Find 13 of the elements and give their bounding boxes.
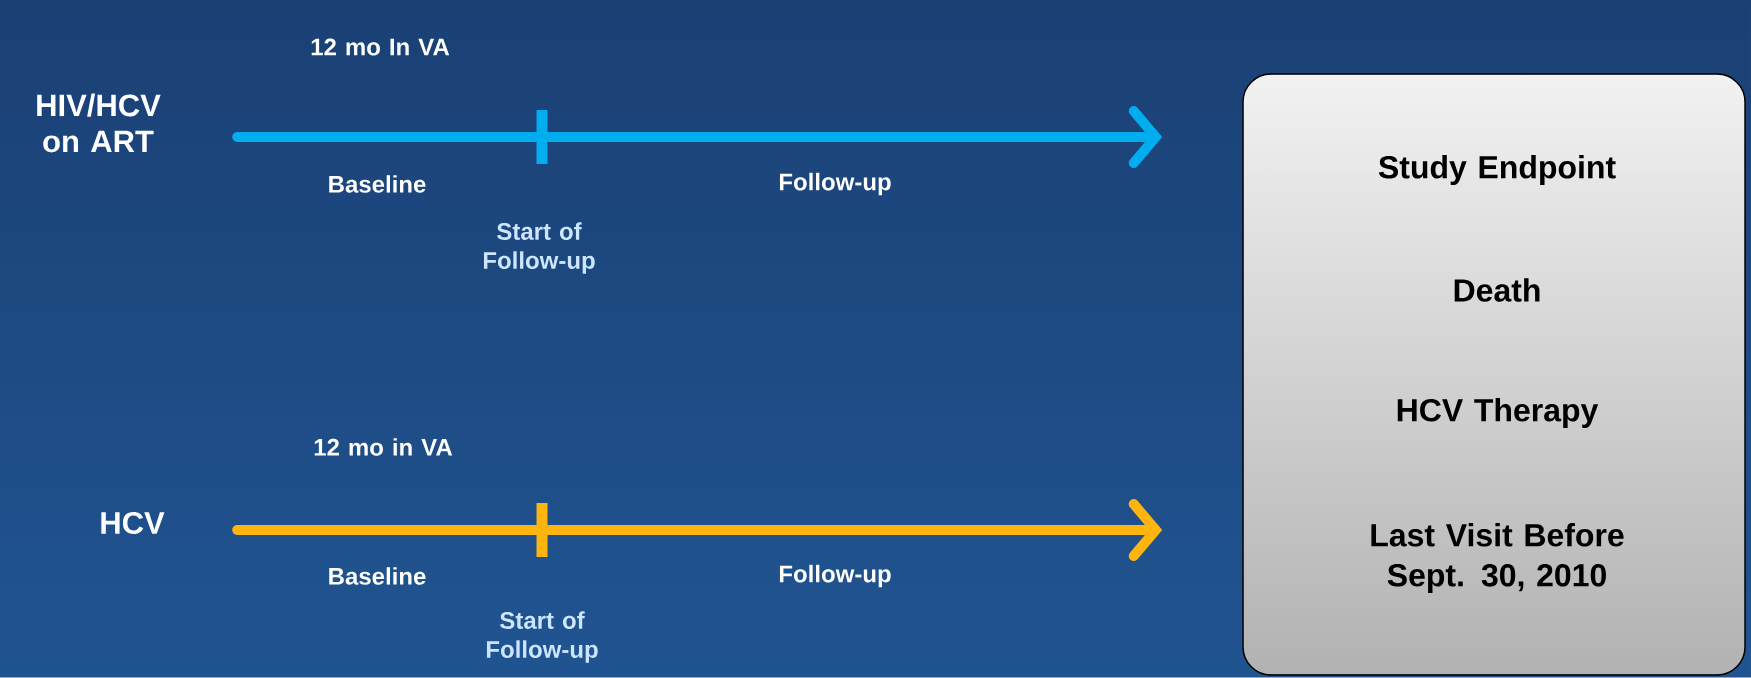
timeline-label: Baseline <box>329 175 426 193</box>
timeline-label: Start of Follow-up <box>486 611 598 663</box>
row-label: HCV <box>101 512 165 534</box>
timeline-arrow <box>232 106 1163 168</box>
timeline-label: 12 mo in VA <box>314 438 453 456</box>
endpoint-box: Study Endpoint Death HCV Therapy Last Visit Before Sept. 30, 2010 <box>1242 73 1746 676</box>
timeline-label: Start of Follow-up <box>483 222 595 274</box>
timeline-label: Follow-up <box>779 172 891 196</box>
timeline-label: Follow-up <box>779 564 891 588</box>
timeline-arrow <box>232 499 1163 561</box>
row-label: HIV/HCV on ART <box>37 93 161 153</box>
timeline-label: Baseline <box>329 567 426 585</box>
timeline-label: 12 mo In VA <box>311 38 450 56</box>
